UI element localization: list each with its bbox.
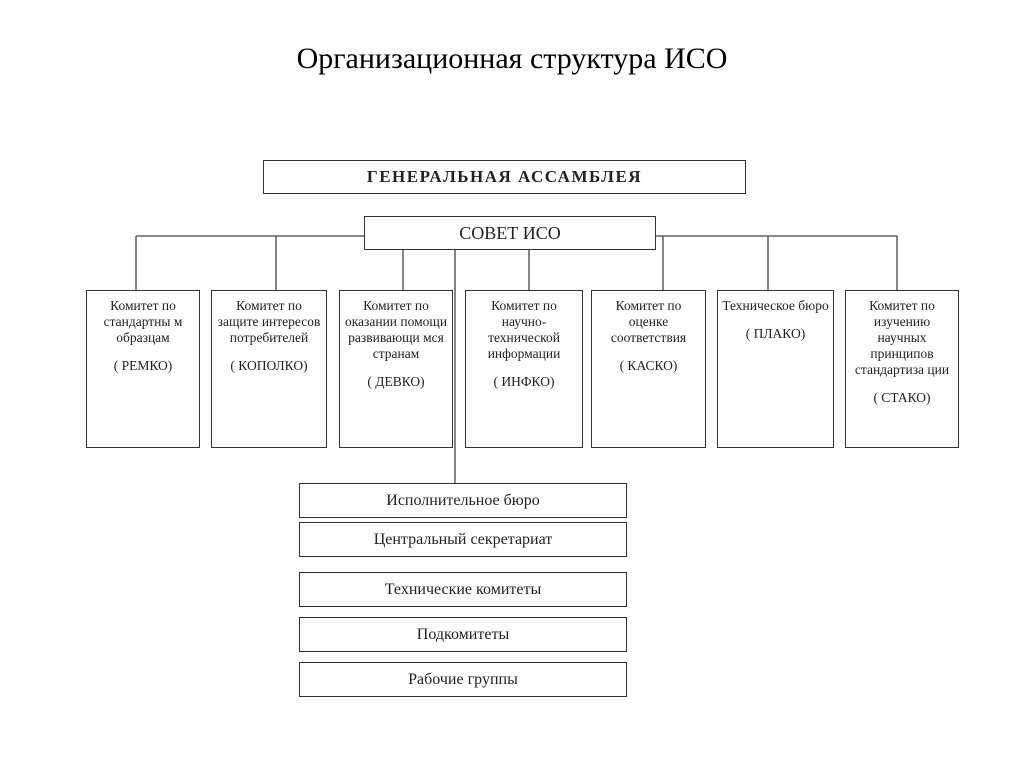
committee-staco: Комитет по изучению научных принципов ст… [845,290,959,448]
committee-abbr: ( РЕМКО) [113,358,173,373]
technical-committees-box: Технические комитеты [299,572,627,607]
central-secretariat-box: Центральный секретариат [299,522,627,557]
iso-council-box: СОВЕТ ИСО [364,216,656,250]
executive-bureau-box: Исполнительное бюро [299,483,627,518]
committee-name: Комитет по оказании помощи развивающи мс… [344,298,448,361]
lower-unit-label: Центральный секретариат [373,530,553,548]
lower-unit-label: Подкомитеты [416,625,510,643]
lower-unit-label: Исполнительное бюро [386,491,540,509]
committee-casco: Комитет по оценке соответствия ( КАСКО) [591,290,706,448]
committee-abbr: ( КОПОЛКО) [230,358,308,373]
general-assembly-box: ГЕНЕРАЛЬНАЯ АССАМБЛЕЯ [263,160,746,194]
lower-unit-label: Технические комитеты [384,580,542,598]
working-groups-box: Рабочие группы [299,662,627,697]
committee-abbr: ( ПЛАКО) [745,326,806,341]
committee-abbr: ( КАСКО) [619,358,678,373]
committee-devco: Комитет по оказании помощи развивающи мс… [339,290,453,448]
committee-name: Комитет по защите интересов потребителей [217,298,321,345]
committee-name: Комитет по оценке соответствия [610,298,687,345]
general-assembly-label: ГЕНЕРАЛЬНАЯ АССАМБЛЕЯ [366,167,643,186]
page-title: Организационная структура ИСО [296,42,728,75]
committee-name: Комитет по научно-технической информации [487,298,561,361]
lower-unit-label: Рабочие группы [408,670,518,688]
iso-council-label: СОВЕТ ИСО [459,222,561,243]
committee-remco: Комитет по стандартны м образцам ( РЕМКО… [86,290,200,448]
committee-infco: Комитет по научно-технической информации… [465,290,583,448]
committee-abbr: ( СТАКО) [873,390,931,405]
committee-placo: Техническое бюро ( ПЛАКО) [717,290,834,448]
committee-name: Техническое бюро [722,298,829,313]
subcommittees-box: Подкомитеты [299,617,627,652]
committee-name: Комитет по стандартны м образцам [103,298,183,345]
committee-copolco: Комитет по защите интересов потребителей… [211,290,327,448]
committee-abbr: ( ДЕВКО) [367,374,425,389]
committee-name: Комитет по изучению научных принципов ст… [854,298,950,377]
committee-abbr: ( ИНФКО) [493,374,555,389]
